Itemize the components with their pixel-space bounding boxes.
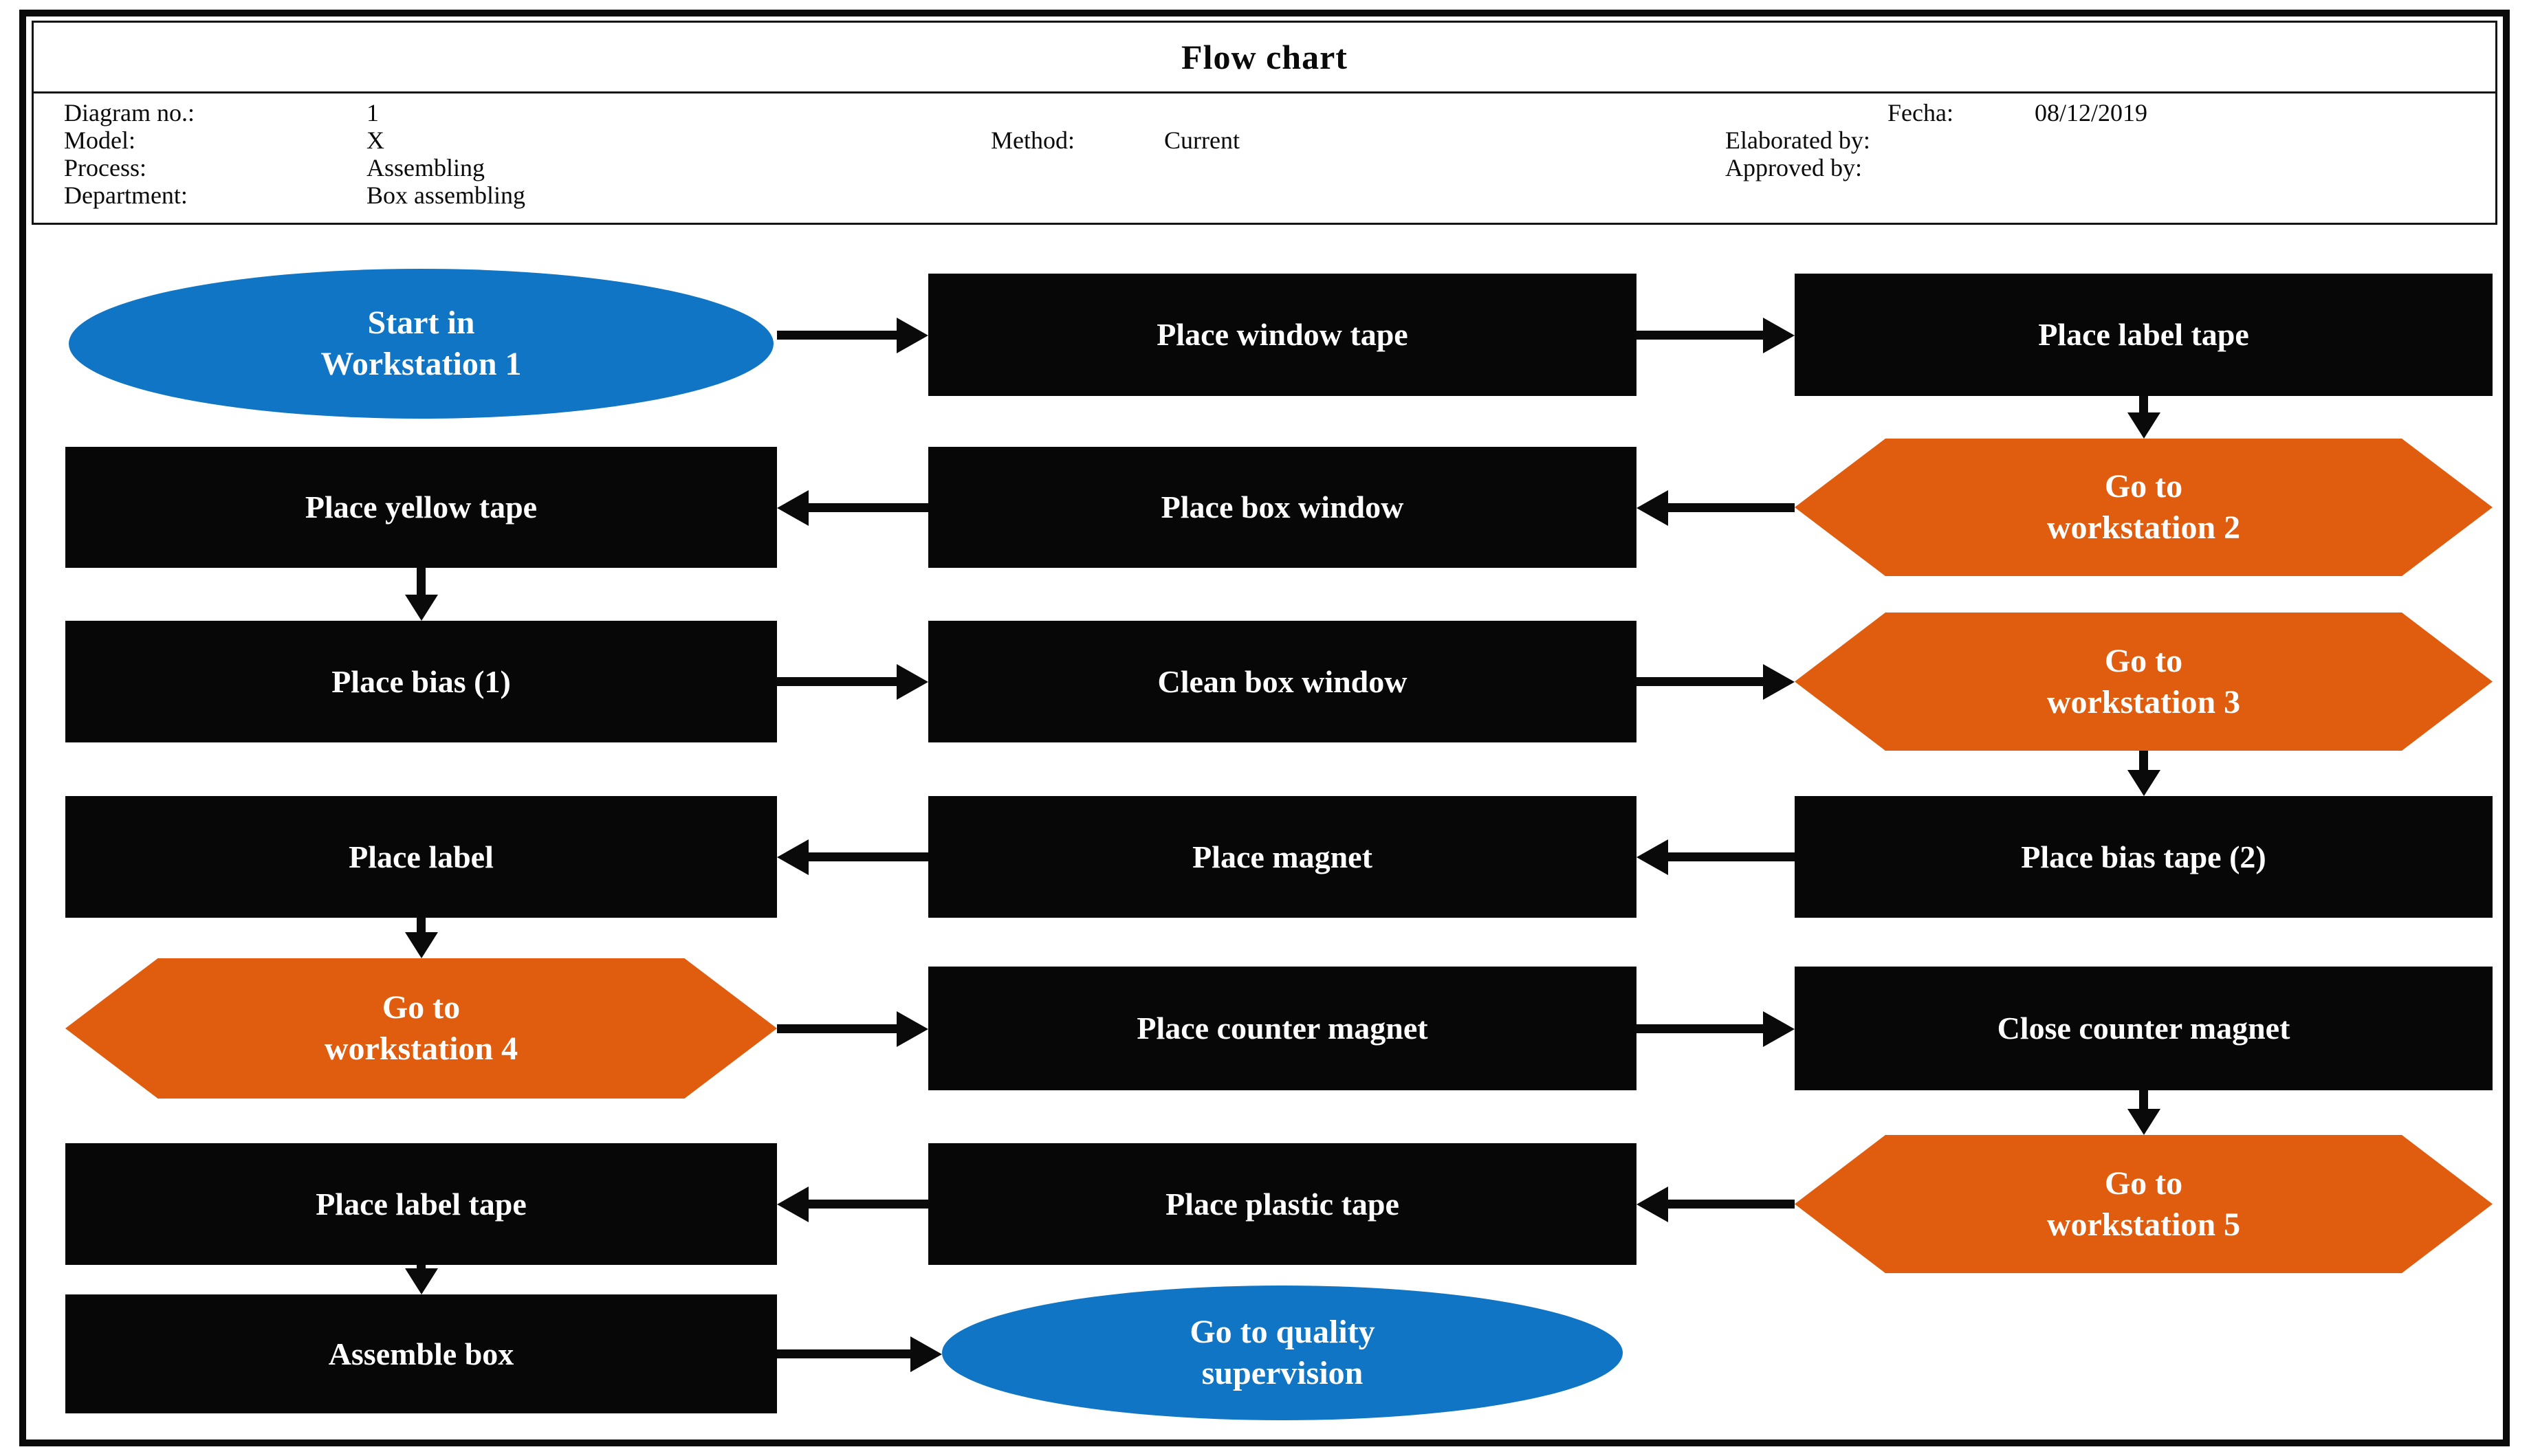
arrow-start-to-place-window-tape — [777, 331, 897, 340]
page-title: Flow chart — [34, 23, 2495, 93]
node-place-label-tape-1: Place label tape — [1795, 274, 2493, 396]
diagram-no-label: Diagram no.: — [64, 99, 195, 126]
fecha-label: Fecha: — [1887, 99, 1953, 126]
arrow-place-label-to-go-to-workstation-4 — [417, 918, 426, 932]
flow-chart-document: Flow chart Diagram no.: 1 Model: X Proce… — [19, 10, 2510, 1446]
node-start-workstation-1: Start in Workstation 1 — [69, 269, 774, 419]
header-info-left: Diagram no.: 1 Model: X Process: Assembl… — [64, 99, 525, 209]
fecha-value: 08/12/2019 — [2035, 99, 2148, 126]
arrow-go-to-workstation-2-to-place-box-window — [1668, 503, 1795, 512]
arrow-place-magnet-to-place-label — [809, 852, 928, 861]
model-value: X — [366, 126, 384, 154]
fecha-line: Fecha: 08/12/2019 — [1725, 99, 2147, 126]
arrow-place-counter-magnet-to-close-counter-magnet — [1636, 1024, 1763, 1033]
process-value: Assembling — [366, 154, 485, 181]
arrow-go-to-workstation-3-to-place-bias-tape-2 — [2139, 751, 2148, 770]
header-info-row: Diagram no.: 1 Model: X Process: Assembl… — [34, 93, 2495, 223]
arrow-assemble-box-to-quality-supervision — [777, 1349, 910, 1358]
department-value: Box assembling — [366, 181, 525, 209]
node-place-label-tape-2: Place label tape — [65, 1143, 777, 1265]
node-go-to-workstation-5: Go to workstation 5 — [1795, 1135, 2493, 1273]
header-table: Flow chart Diagram no.: 1 Model: X Proce… — [32, 21, 2497, 225]
method-label: Method: — [991, 126, 1075, 154]
arrow-place-label-tape-to-go-to-workstation-2 — [2139, 396, 2148, 412]
header-info-method: Method: Current — [991, 126, 1240, 154]
node-go-to-workstation-4: Go to workstation 4 — [65, 958, 777, 1099]
arrow-place-window-tape-to-place-label-tape — [1636, 331, 1763, 340]
arrow-close-counter-magnet-to-go-to-workstation-5 — [2139, 1090, 2148, 1109]
node-place-window-tape: Place window tape — [928, 274, 1636, 396]
process-label: Process: — [64, 154, 146, 181]
node-go-to-quality-supervision: Go to quality supervision — [942, 1286, 1623, 1420]
department-label: Department: — [64, 181, 188, 209]
diagram-no-value: 1 — [366, 99, 379, 126]
node-place-magnet: Place magnet — [928, 796, 1636, 918]
node-place-plastic-tape: Place plastic tape — [928, 1143, 1636, 1265]
node-place-label: Place label — [65, 796, 777, 918]
model-label: Model: — [64, 126, 135, 154]
arrow-go-to-workstation-5-to-place-plastic-tape — [1668, 1200, 1795, 1209]
node-go-to-workstation-2: Go to workstation 2 — [1795, 439, 2493, 576]
arrow-place-box-window-to-place-yellow-tape — [809, 503, 928, 512]
node-clean-box-window: Clean box window — [928, 621, 1636, 742]
node-place-box-window: Place box window — [928, 447, 1636, 568]
arrow-place-label-tape-to-assemble-box — [417, 1265, 426, 1268]
node-place-yellow-tape: Place yellow tape — [65, 447, 777, 568]
arrow-clean-box-window-to-go-to-workstation-3 — [1636, 677, 1763, 686]
header-info-right: Fecha: 08/12/2019 Elaborated by: Approved… — [1725, 99, 2147, 181]
method-value: Current — [1164, 126, 1240, 154]
arrow-go-to-workstation-4-to-place-counter-magnet — [777, 1024, 897, 1033]
arrow-place-bias-1-to-clean-box-window — [777, 677, 897, 686]
elaborated-by-label: Elaborated by: — [1725, 126, 1870, 154]
node-place-bias-tape-2: Place bias tape (2) — [1795, 796, 2493, 918]
arrow-place-yellow-tape-to-place-bias-1 — [417, 568, 426, 595]
node-go-to-workstation-3: Go to workstation 3 — [1795, 613, 2493, 751]
node-place-bias-1: Place bias (1) — [65, 621, 777, 742]
node-close-counter-magnet: Close counter magnet — [1795, 967, 2493, 1090]
approved-by-label: Approved by: — [1725, 154, 1862, 181]
arrow-place-plastic-tape-to-place-label-tape — [809, 1200, 928, 1209]
node-place-counter-magnet: Place counter magnet — [928, 967, 1636, 1090]
node-assemble-box: Assemble box — [65, 1294, 777, 1413]
arrow-place-bias-tape-2-to-place-magnet — [1668, 852, 1795, 861]
